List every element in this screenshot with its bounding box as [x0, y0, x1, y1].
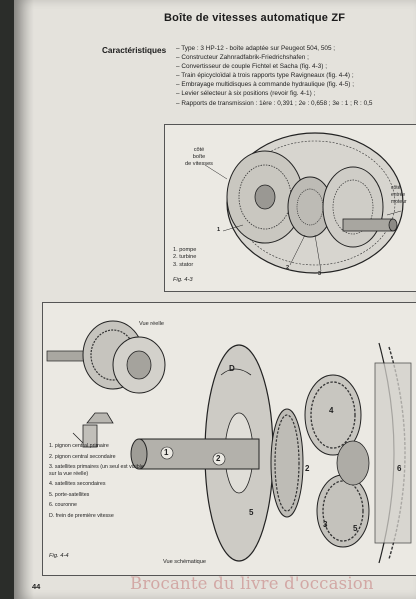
section-label: Caractéristiques	[102, 46, 167, 55]
specs-list: Type : 3 HP-12 - boîte adaptée sur Peuge…	[176, 44, 416, 108]
real-view-brake-band-shape	[86, 412, 114, 424]
planet-teeth-shape	[322, 480, 364, 542]
page-title: Boîte de vitesses automatique ZF	[164, 12, 346, 24]
housing-ribs-shape	[234, 140, 396, 266]
spec-item: Constructeur Zahnradfabrik-Friedrichshaf…	[176, 53, 416, 62]
fig43-legend: 1. pompe 2. turbine 3. stator	[173, 247, 196, 269]
callout-line	[289, 234, 306, 266]
fig43-callout: 3	[318, 271, 322, 277]
fig44-callout: D	[229, 364, 235, 373]
real-view-shaft-shape	[46, 350, 88, 362]
fig44-callout: 5	[353, 524, 358, 533]
shaft-end-shape	[130, 438, 148, 470]
fig43-caption: Fig. 4-3	[173, 277, 193, 283]
legend-item: 2. turbine	[173, 254, 197, 261]
turbine-blades-shape	[332, 179, 374, 235]
fig44-callout: 6	[397, 464, 402, 473]
fig44-callout: 4	[329, 406, 334, 415]
pump-hub-shape	[254, 184, 276, 210]
legend-item: 2. pignon central secondaire	[49, 453, 116, 460]
legend-item: 5. porte-satellites	[49, 491, 90, 498]
fig44-caption: Fig. 4-4	[49, 553, 69, 559]
shaft-end-shape	[388, 218, 398, 232]
turbine-shape	[322, 166, 384, 248]
fig44-callout: 1	[164, 448, 169, 457]
legend-item: 1. pompe	[173, 247, 197, 253]
brake-arrow-shape	[220, 368, 252, 376]
fig43-label-gearbox-side: côté boîte de vitesses	[185, 147, 213, 167]
fig44-callout: 2	[216, 454, 221, 463]
real-view-link-shape	[72, 432, 84, 444]
spec-item: Levier sélecteur à six positions (revoir…	[176, 89, 416, 98]
torque-converter-illustration	[204, 132, 404, 274]
watermark-text: Brocante du livre d'occasion	[130, 574, 374, 593]
fig44-callout: 2	[305, 464, 310, 473]
fig43-callout: 2	[286, 265, 290, 271]
planet-teeth-shape	[310, 381, 356, 449]
sun-gear-shaft-shape	[138, 438, 260, 470]
figure-4-4: Vue réelle Vue schématique 1 2 2 3 4 5 5…	[42, 302, 416, 576]
spine-shadow	[14, 0, 34, 599]
legend-item: 6. couronne	[49, 502, 77, 509]
legend-item: 4. satellites secondaires	[49, 481, 106, 488]
primary-planet-shape	[316, 474, 370, 548]
ring-gear-body-shape	[374, 362, 412, 544]
fig43-callout: 1	[217, 227, 221, 233]
secondary-sun-teeth-shape	[274, 414, 300, 512]
callout-line	[314, 234, 322, 272]
fig44-legend: 1. pignon central primaire 2. pignon cen…	[49, 443, 147, 524]
output-shaft-shape	[342, 218, 394, 232]
spec-item: Train épicycloïdal à trois rapports type…	[176, 71, 416, 80]
real-view-drawing	[46, 320, 166, 448]
figure-4-3: côté boîte de vitesses côté entrée moteu…	[164, 124, 416, 292]
fig44-callout: 3	[323, 520, 328, 529]
legend-item: 3. stator	[173, 261, 194, 268]
fig43-label-engine-side: côté entrée moteur	[391, 185, 407, 205]
callout-marker	[160, 446, 174, 460]
real-view-hub-shape	[126, 350, 152, 380]
page-number: 44	[32, 582, 41, 591]
schematic-view-drawing	[130, 342, 412, 564]
fig44-label-schematic-view: Vue schématique	[163, 559, 207, 565]
fig44-callout: 5	[249, 508, 254, 517]
secondary-planet-shape	[304, 374, 362, 456]
book-page: Boîte de vitesses automatique ZF Caracté…	[14, 0, 416, 599]
fig44-label-real-view: Vue réelle	[139, 321, 164, 327]
secondary-sun-gear-shape	[270, 408, 304, 518]
callout-marker	[212, 452, 226, 466]
spec-item: Type : 3 HP-12 - boîte adaptée sur Peuge…	[176, 44, 416, 53]
planetary-gear-illustration	[46, 320, 412, 564]
legend-item: 3. satellites primaires (un seul est vis…	[49, 464, 144, 477]
real-view-servo-shape	[82, 424, 98, 448]
spec-item: Convertisseur de couple Fichtel et Sacha…	[176, 62, 416, 71]
carrier-hub-shape	[336, 440, 370, 486]
legend-item: 1. pignon central primaire	[49, 443, 109, 449]
callout-line	[222, 224, 244, 232]
spec-item: Rapports de transmission : 1ère : 0,391 …	[176, 99, 416, 108]
legend-item: D. frein de première vitesse	[49, 512, 114, 519]
spec-item: Embrayage multidisques à commande hydrau…	[176, 80, 416, 89]
callout-line	[386, 210, 402, 216]
callout-line	[204, 164, 228, 180]
